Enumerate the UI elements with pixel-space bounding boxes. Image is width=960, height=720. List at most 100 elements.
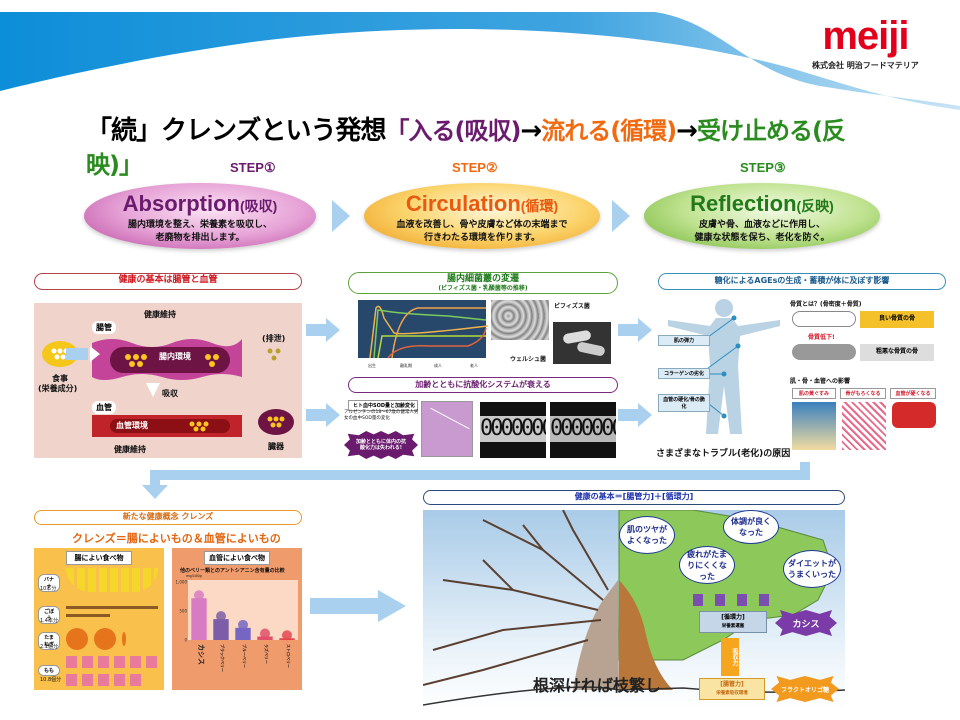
anthocyanin-bar-chart: 05001,000 カシスブラックベリーブルーベリーラズベリーストロベリー: [176, 580, 298, 672]
circulation-heading-jp: (循環): [520, 198, 559, 214]
age-label-collagen: コラーゲンの劣化: [658, 368, 710, 379]
flow-arrow-stem: [800, 462, 810, 480]
title-absorb: 「入る(吸収): [385, 117, 521, 145]
benefit-bubble: 肌のツヤがよくなった: [619, 516, 675, 554]
bone-bad-icon: [792, 344, 856, 360]
reflection-desc-2: 健康な状態を保ち、老化を防ぐ。: [694, 233, 830, 243]
absorption-desc-1: 腸内環境を整え、栄養素を吸収し、: [127, 220, 272, 230]
y-tick-label: 1,000: [176, 580, 188, 585]
banana-icons: [66, 568, 158, 592]
arrow-right-icon: [306, 318, 340, 342]
brand-mark: meiji: [822, 14, 909, 58]
gut-env-label: 腸内環境: [159, 352, 191, 361]
onion-icon: [94, 628, 116, 650]
circulation-heading: Circulation: [405, 191, 521, 216]
intestine-tag: 腸管: [92, 321, 116, 334]
bacteria-photo: [553, 322, 611, 364]
absorption-desc-2: 老廃物を排出します。: [155, 233, 245, 243]
aging-panel-title: 加齢とともに抗酸化システムが衰える: [348, 377, 618, 393]
bone-down-label: 骨質低下!: [808, 334, 835, 341]
category-label: ブラックベリー: [220, 644, 226, 672]
blood-food-title: 血管によい食べ物: [204, 551, 270, 565]
organ-icon: [258, 409, 294, 435]
arrow-right-icon: [66, 346, 100, 362]
arrow-right-icon: [618, 318, 652, 342]
flow-arrow-drop: [150, 475, 160, 485]
aging-burst: 加齢とともに体内の抗酸化力は失われる!: [344, 431, 418, 459]
effect-3: 血管が硬くなる: [890, 388, 936, 399]
human-silhouette: [668, 299, 780, 434]
food-sub-label: (栄養成分): [38, 384, 78, 393]
chart-ylabel: mg/100g: [186, 574, 202, 578]
fructooligo-burst: フラクトオリゴ糖: [771, 676, 839, 702]
page-title: 「続」クレンズという発想「入る(吸収)→流れる(循環)→受け止める(反映)」: [86, 114, 876, 182]
organ-label: 臓器: [268, 442, 284, 451]
vessel-photo-young: 0000000: [480, 402, 546, 458]
step-circulation: Circulation(循環) 血液を改善し、骨や皮膚など体の末端まで 行きわた…: [364, 183, 600, 249]
arrow-right-icon: [306, 403, 340, 427]
gut-panel-title: 健康の基本は腸管と血管: [34, 273, 302, 290]
reflection-heading: Reflection: [690, 191, 797, 216]
bone-good-label: 良い骨質の骨: [860, 311, 934, 328]
lacto-label: ウェルシュ菌: [510, 356, 547, 363]
health-top-label: 健康維持: [144, 310, 176, 319]
bacteria-title: 腸内細菌叢の変遷: [446, 274, 519, 284]
benefit-bubble: 疲れがたまりにくくなった: [679, 546, 735, 584]
step-absorption: Absorption(吸収) 腸内環境を整え、栄養素を吸収し、 老廃物を排出しま…: [84, 183, 316, 249]
vessel-diagram: [892, 402, 936, 428]
food-name: バナナ: [38, 574, 60, 592]
gut-blood-diagram: 健康維持 腸管 腸内環境 食事 (栄養成分) 吸収 血管 血管環境 健康維持 (…: [34, 303, 302, 458]
circulation-desc-2: 行きわたる環境を作ります。: [423, 233, 541, 243]
arrow-right-icon: [378, 590, 406, 622]
sod-scatter-plot: [421, 401, 473, 457]
gut-box-label: [腸管力]: [720, 681, 744, 688]
up-arrows-icon: [693, 594, 773, 606]
y-tick-label: 0: [184, 638, 187, 643]
peach-icons: [66, 656, 160, 668]
x-tick: 出生: [368, 362, 376, 368]
food-name: もも: [38, 665, 60, 676]
vessel-photo-aged: 0000000: [550, 402, 616, 458]
tree-drawing: [423, 510, 845, 706]
bifido-label: ビフィズス菌: [554, 303, 590, 310]
onion-icon: [66, 628, 88, 650]
arrow-down-icon: [146, 383, 160, 397]
skin-photo: [792, 402, 836, 450]
berry-icon: [194, 590, 204, 601]
reflection-desc-1: 皮膚や骨、血液などに作用し、: [698, 220, 825, 230]
bacteria-subtitle: (ビフィズス菌・乳酸菌等の推移): [438, 285, 528, 292]
burdock-icon: [66, 614, 110, 617]
bar-1: [191, 598, 207, 640]
x-tick: 成人: [434, 362, 442, 368]
title-flow: 流れる(循環): [541, 117, 677, 145]
gut-box: [腸管力] 栄養素吸収環境: [699, 678, 765, 700]
step-3-label: STEP③: [740, 160, 786, 175]
berry-icon: [216, 611, 226, 622]
sod-box-sub: アルゼンチンの18〜67歳の健常人男女の血中SOD量の変化: [344, 410, 419, 421]
age-label-vessel: 血管の硬化/骨の脆化: [658, 394, 710, 412]
tree-panel-title: 健康の基本＝[腸管力]＋[循環力]: [423, 490, 845, 505]
arrow-right-icon: [618, 403, 652, 427]
circulation-desc-1: 血液を改善し、骨や皮膚など体の末端まで: [396, 220, 568, 230]
food-capsule-icon: [42, 341, 78, 367]
age-caption: さまざまなトラブル(老化)の原因: [656, 449, 791, 459]
berry-icon: [238, 619, 248, 630]
effect-1: 肌の黄ぐすみ: [792, 388, 836, 399]
brand-logo: meiji 株式会社 明治フードマテリア: [812, 16, 919, 71]
step-1-label: STEP①: [230, 160, 276, 175]
absorption-heading: Absorption: [122, 191, 240, 216]
bone-bad-label: 粗悪な骨質の骨: [860, 344, 934, 361]
step-2-label: STEP②: [452, 160, 498, 175]
food-amount: 10本分: [40, 586, 57, 592]
food-name: たまねぎ: [38, 632, 60, 650]
title-reflect: 受け止める(反映)」: [86, 117, 846, 179]
step-reflection: Reflection(反映) 皮膚や骨、血液などに作用し、 健康な状態を保ち、老…: [644, 183, 880, 249]
onion-icon: [122, 632, 126, 646]
intestine-shape: [92, 339, 242, 380]
blood-env-label: 血管環境: [116, 421, 148, 430]
blood-food-panel: 血管によい食べ物 他のベリー類とのアントシアニン含有量の比較 mg/100g 0…: [172, 548, 302, 690]
excrete-dots-icon: [267, 348, 281, 361]
cleanse-panel-title: 新たな健康概念 クレンズ: [34, 510, 302, 525]
bifidobacteria-photo: [491, 300, 549, 340]
